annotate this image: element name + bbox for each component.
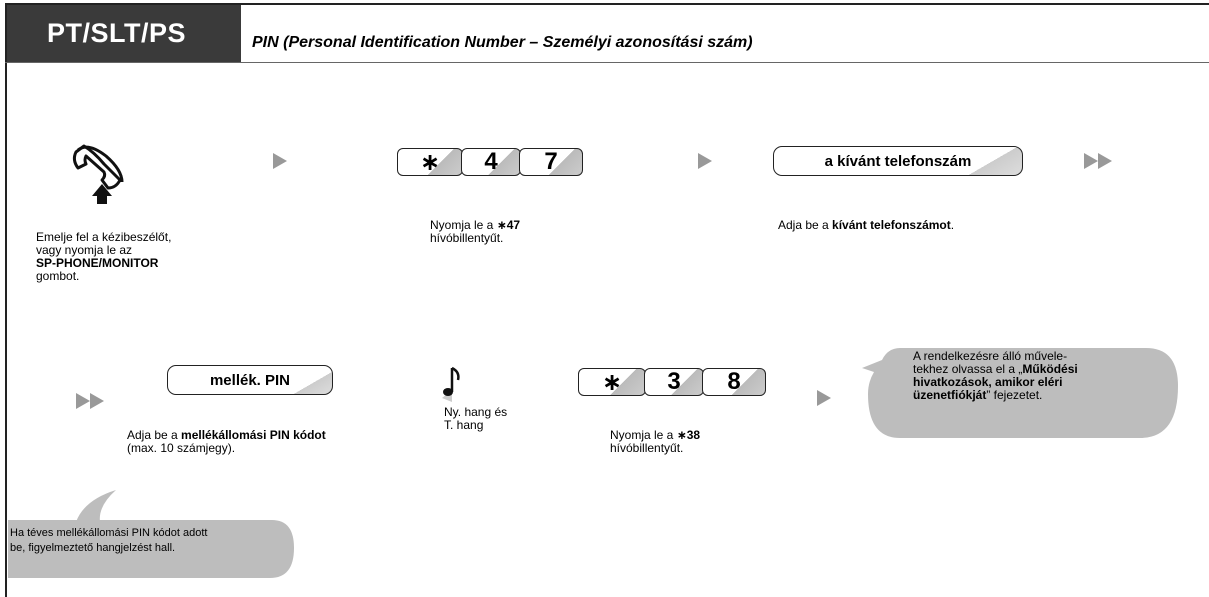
bubble-text: A rendelkezésre álló művele- tekhez olva… [913, 350, 1078, 402]
key-sequence-star47: ∗ 4 7 [397, 148, 583, 176]
music-note-tone-icon [438, 362, 468, 402]
step1-instructions: Emelje fel a kézibeszélőt, vagy nyomja l… [36, 231, 171, 283]
step2-instructions: Nyomja le a ∗47 hívóbillentyűt. [430, 219, 520, 245]
digit-key-3: 3 [644, 368, 704, 396]
arrow-right-icon [273, 153, 287, 169]
step2-line2: hívóbillentyűt. [430, 231, 504, 245]
star-key: ∗ [578, 368, 646, 396]
step1-line2: vagy nyomja le az [36, 243, 133, 257]
step4-prefix: Adja be a [127, 428, 182, 442]
double-arrow-icon [76, 393, 90, 409]
step3-suffix: . [950, 218, 955, 232]
digit-key-4: 4 [461, 148, 521, 176]
note-line2: be, figyelmeztető hangjelzést hall. [10, 542, 176, 554]
page-title: PIN (Personal Identification Number – Sz… [252, 34, 753, 51]
step1-line1: Emelje fel a kézibeszélőt, [36, 230, 172, 244]
step4-instructions: Adja be a mellékállomási PIN kódot (max.… [127, 429, 326, 455]
bubble-line2-prefix: tekhez olvassa el a „ [913, 362, 1023, 376]
step6-line2: hívóbillentyűt. [610, 441, 684, 455]
step6-code: ∗38 [676, 428, 701, 442]
note-line1: Ha téves mellékállomási PIN kódot adott [10, 527, 208, 539]
double-arrow-icon-part [1098, 153, 1112, 169]
handset-off-hook-icon [64, 138, 144, 208]
step4-line2: (max. 10 számjegy). [127, 441, 236, 455]
star-key: ∗ [397, 148, 463, 176]
bubble-line4-bold: üzenetfiókját [913, 388, 987, 402]
bubble-line4-suffix: ” fejezetet. [986, 388, 1043, 402]
step5-instructions: Ny. hang és T. hang [444, 406, 507, 432]
speech-bubble-shape [862, 348, 1178, 438]
step3-prefix: Adja be a [778, 218, 833, 232]
digit-key-8: 8 [702, 368, 766, 396]
digit-key-7: 7 [519, 148, 583, 176]
step5-line1: Ny. hang és [444, 405, 508, 419]
header-divider [5, 62, 1209, 63]
key-sequence-star38: ∗ 3 8 [578, 368, 766, 396]
step1-line4: gombot. [36, 269, 80, 283]
step1-button-name: SP-PHONE/MONITOR [36, 256, 159, 270]
bubble-line2-bold: Működési [1022, 362, 1078, 376]
double-arrow-icon [1084, 153, 1098, 169]
extension-pin-field: mellék. PIN [167, 365, 333, 395]
frame-left-border [5, 3, 7, 597]
step3-instructions: Adja be a kívánt telefonszámot. [778, 219, 954, 232]
step6-prefix: Nyomja le a [610, 428, 677, 442]
step3-bold: kívánt telefonszámot [832, 218, 951, 232]
double-arrow-icon-part [90, 393, 104, 409]
step4-bold: mellékállomási PIN kódot [181, 428, 326, 442]
note-text: Ha téves mellékállomási PIN kódot adott … [10, 526, 207, 556]
phone-number-field: a kívánt telefonszám [773, 146, 1023, 176]
bubble-line3: hivatkozások, amikor eléri [913, 375, 1063, 389]
step2-prefix: Nyomja le a [430, 218, 497, 232]
arrow-right-icon [698, 153, 712, 169]
step2-code: ∗47 [496, 218, 521, 232]
step6-instructions: Nyomja le a ∗38 hívóbillentyűt. [610, 429, 700, 455]
step5-line2: T. hang [444, 418, 484, 432]
arrow-right-icon [817, 390, 831, 406]
note-bubble-shape [8, 490, 294, 578]
bubble-line1: A rendelkezésre álló művele- [913, 349, 1068, 363]
section-badge: PT/SLT/PS [7, 5, 241, 62]
frame-top-border [5, 3, 1209, 5]
